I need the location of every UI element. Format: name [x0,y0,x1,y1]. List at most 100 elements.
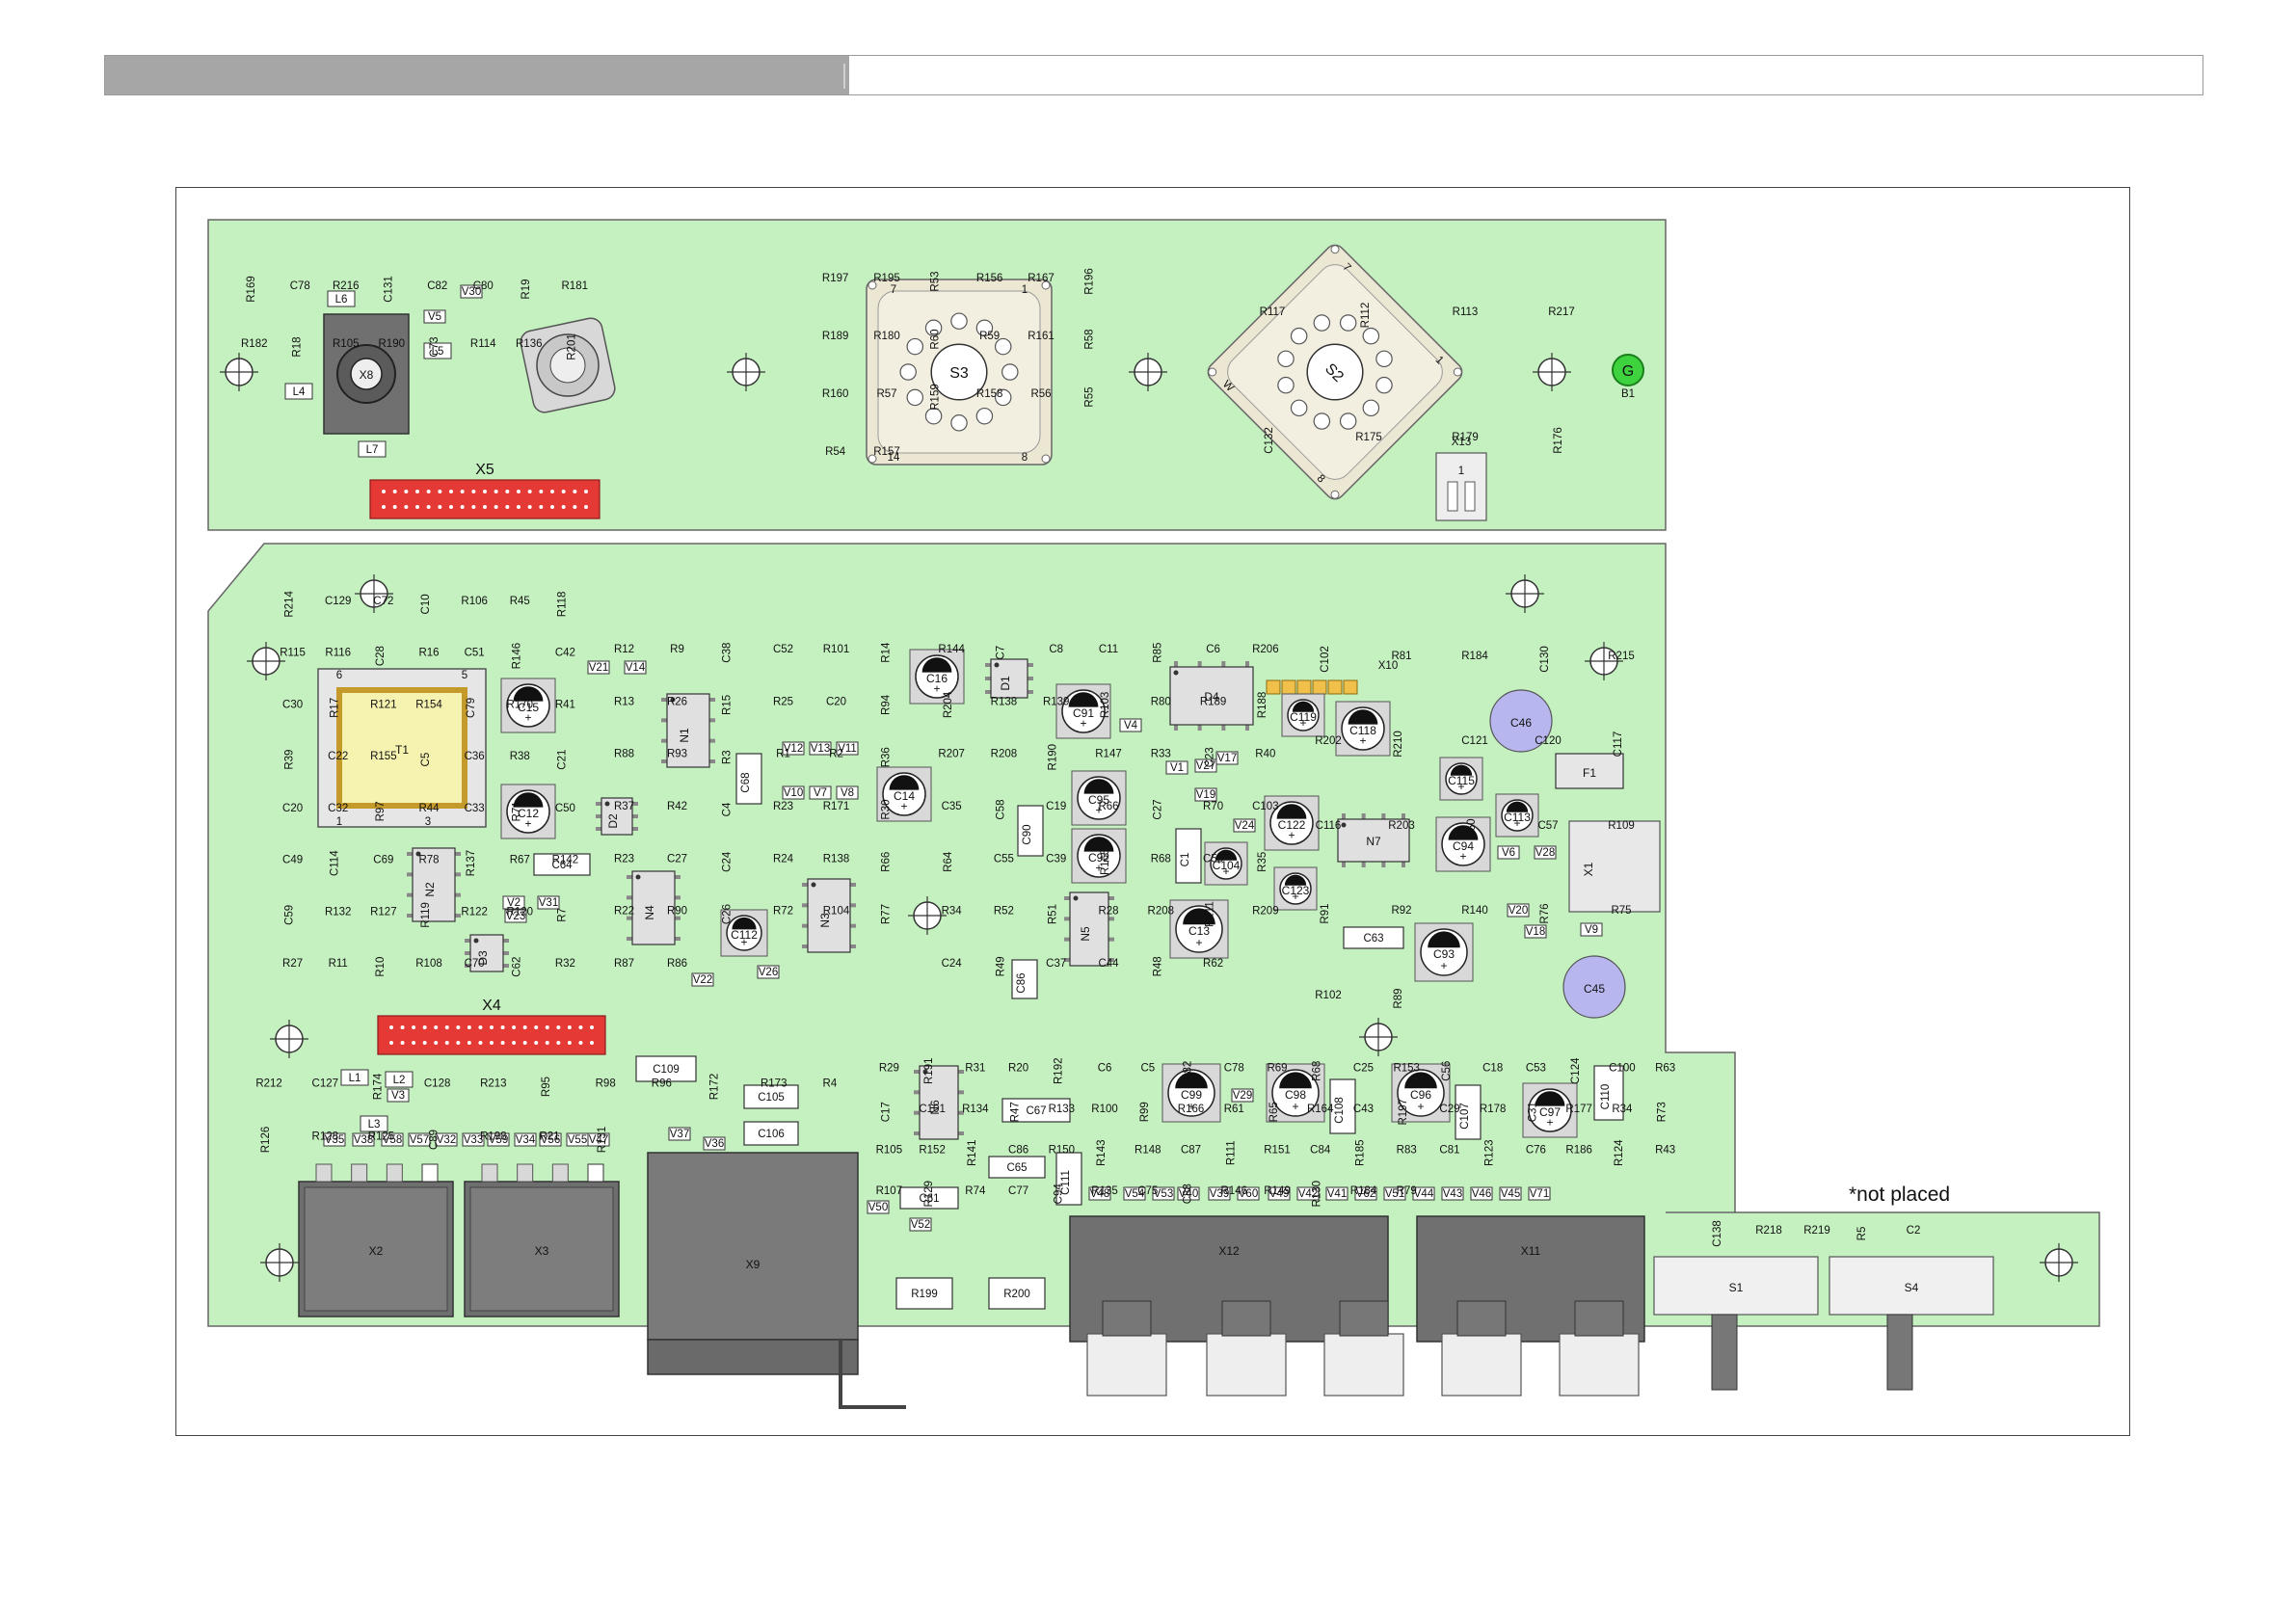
header-pin [434,1041,439,1045]
component-ref-label: C102 [1320,646,1331,673]
component-ref-label: R22 [614,906,634,918]
part-v37 [668,1127,691,1141]
component-ref-label: R73 [1657,1102,1669,1122]
ic-pin [675,895,681,900]
component-ref-label: R167 [1028,273,1055,284]
jack-label: X2 [369,1244,384,1258]
diode-label: V3 [391,1090,405,1102]
diode-label: V6 [1502,847,1515,859]
diode-label: V49 [1269,1188,1289,1200]
component-ref-label: R115 [280,648,306,659]
part-v26 [757,965,780,979]
component-ref-label: R24 [773,853,794,865]
component-ref-label: R63 [1655,1062,1675,1074]
component-ref-label: R189 [1200,696,1227,707]
x10-pin [1281,679,1296,695]
xlr-jack-pin1 [587,1163,604,1183]
component-ref-label: R5 [1856,1227,1868,1241]
component-ref-label: C89 [429,1130,441,1150]
ic-pin1-dot [635,874,641,880]
polarity-plus: + [1359,734,1366,748]
diode-label: V39 [1210,1188,1229,1200]
ic-pin [1174,725,1178,731]
component-ref-label: R210 [1393,731,1404,758]
ic-pin [627,875,632,879]
header-pin [456,1041,461,1045]
component-r200 [988,1277,1046,1310]
component-ref-label: R21 [539,1131,559,1143]
component-box-label: C106 [758,1129,785,1140]
part-v4 [1119,718,1142,732]
header-pin [404,490,409,493]
part-v30 [460,284,483,299]
diode-label: V4 [1124,720,1138,732]
coil-label: L1 [349,1073,361,1084]
component-ref-label: R209 [1252,906,1279,918]
pin-header-x5 [369,479,601,519]
switch-contact [1290,399,1308,417]
polarity-plus: + [900,800,907,813]
capacitor-label: C13 [1188,924,1210,938]
diode-label: V40 [1179,1188,1198,1200]
ic-n2 [412,847,456,922]
component-ref-label: C59 [284,905,296,925]
ic-pin [627,937,632,941]
elcap-polarity-mark [921,657,952,673]
part-v29 [1231,1088,1254,1103]
ic-pin [1197,661,1202,667]
x13-contact [1447,481,1458,512]
polarity-plus: + [1195,936,1202,949]
component-ref-label: R43 [1655,1144,1675,1156]
component-ref-label: C127 [312,1078,339,1090]
capacitor-label: C94 [1453,839,1474,853]
component-ref-label: R175 [1355,432,1382,443]
component-ref-label: R39 [284,750,296,770]
component-ref-label: R208 [1148,906,1175,918]
component-ref-label: R38 [510,751,530,762]
component-ref-label: R198 [480,1131,507,1143]
ic-n6 [919,1065,959,1140]
capacitor-label: C93 [1433,947,1455,961]
ic-pin [850,945,856,948]
header-pin [460,490,465,493]
rca-plug [1086,1333,1167,1397]
switch-contact [906,337,924,356]
diode-label: V31 [539,897,558,909]
component-ref-label: R129 [923,1181,935,1208]
ic-label: N5 [1079,926,1092,942]
component-c107 [1455,1084,1482,1140]
capacitor-label: C96 [1410,1088,1431,1102]
x10-pin [1343,679,1358,695]
diode-label: V20 [1508,905,1528,917]
switch-label: S1 [1729,1281,1744,1294]
elcap-polarity-mark [1404,1072,1437,1089]
diode-label: V59 [489,1134,508,1146]
component-ref-label: C37 [1046,958,1066,970]
diode-label: V9 [1585,924,1598,936]
coil-l2 [385,1071,414,1088]
component-ref-label: C5 [1140,1062,1155,1074]
component-ref-label: R49 [995,956,1006,976]
component-ref-label: R30 [881,799,893,819]
connector-x9-lower [647,1339,859,1375]
component-ref-label: R75 [1611,905,1631,917]
switch-mount-pin [1330,490,1340,499]
part-v6 [1497,845,1520,860]
component-ref-label: R111 [1225,1140,1237,1165]
part-v35 [323,1132,346,1147]
connector-x9 [647,1152,859,1341]
component-r199 [895,1277,953,1310]
transformer-pin-label: 5 [462,670,467,681]
component-ref-label: C82 [427,280,447,292]
x10-pin [1266,679,1281,695]
diode-label: V45 [1501,1188,1520,1200]
header-pin [478,1041,483,1045]
component-ref-label: R83 [1397,1144,1417,1156]
part-v3 [387,1088,410,1103]
part-v21 [587,660,610,675]
part-v23 [504,909,527,923]
header-bar-divider [843,64,845,89]
diode-label: V18 [1526,926,1545,938]
switch-contact [994,388,1012,407]
component-ref-label: R215 [1608,651,1635,662]
